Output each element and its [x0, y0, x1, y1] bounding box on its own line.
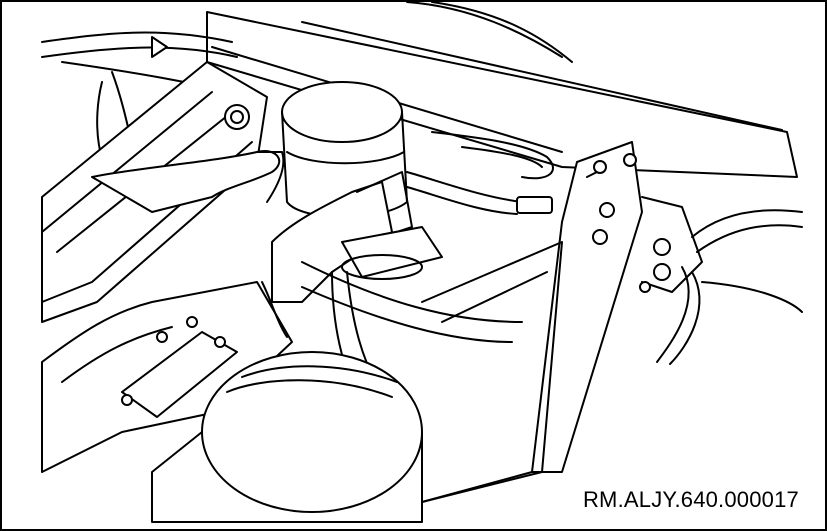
- foreground-cylinder: [151, 351, 423, 523]
- lower-left-panel: [41, 281, 293, 473]
- upper-crossmember: [206, 2, 798, 178]
- top-wire-harness: [41, 31, 253, 193]
- figure-reference-code: RM.ALJY.640.000017: [580, 487, 801, 513]
- floor-panel: [301, 241, 563, 503]
- hose-fitting: [406, 131, 554, 215]
- right-bracket: [531, 141, 703, 473]
- right-cables: [656, 209, 803, 365]
